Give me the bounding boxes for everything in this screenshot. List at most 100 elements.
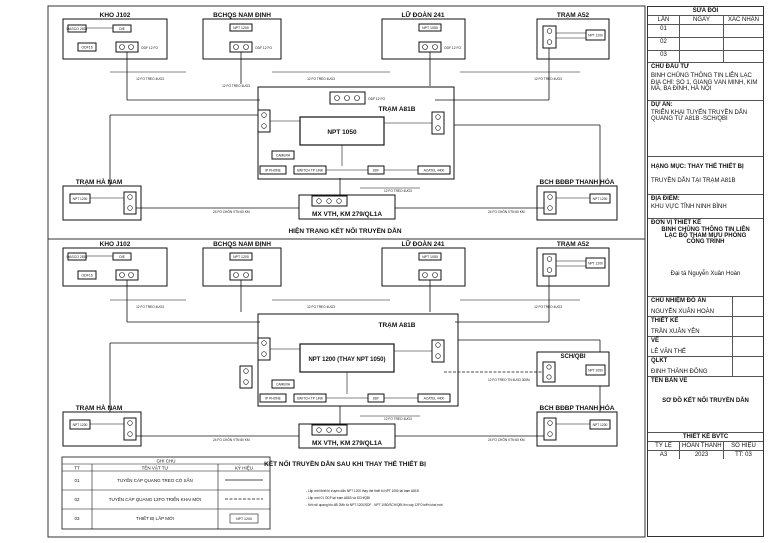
thanhhoa-npt-2: NPT 1200	[593, 423, 608, 427]
rev-row-1: 01	[648, 25, 680, 37]
node-title-mx-2: MX VTH, KM 279/QL1A	[312, 440, 382, 447]
rev-header-xacnhan: XÁC NHẬN	[727, 17, 759, 23]
cable-label-3-2: 12 FO TREO 4UG3	[307, 305, 335, 309]
cable-label-5: 12 FO TREO 4UG3	[384, 189, 412, 193]
device-oe	[112, 24, 132, 33]
sheet-label: TÊN BẢN VẼ	[651, 378, 688, 384]
node-box-lu	[381, 18, 466, 60]
bchqs-npt-label: NPT 1200	[233, 26, 249, 30]
pm-label: CHỦ NHIỆM ĐỒ ÁN	[651, 298, 706, 304]
cable-label-7-2: 24 FO CHÔN VTN 60 KM	[213, 437, 250, 442]
location-label: ĐỊA ĐIỂM:	[651, 196, 680, 202]
a81b-sdf-2: SDF	[373, 397, 380, 401]
note-1: - Lắp mới thiết bị truyền dẫn NPT 1200 t…	[306, 488, 419, 493]
legend-row-1-name: TUYẾN CÁP QUANG TREO CÓ SẴN	[117, 477, 193, 483]
device-oe-2: O/E	[119, 255, 126, 259]
draw-label: VẼ	[651, 338, 660, 344]
a81b-camera: CAMERA	[276, 154, 291, 158]
foot-done: 2023	[680, 451, 724, 459]
device-dasco-2: DASCO 2811	[67, 255, 88, 259]
hanam-npt-2: NPT 1200	[73, 423, 88, 427]
foot-header-number: SỐ HIỆU	[731, 443, 756, 449]
lu-npt-label: NPT 1050	[422, 26, 438, 30]
node-box-thanhhoa-2	[536, 411, 618, 447]
node-box-lu-2	[381, 247, 466, 287]
top-diagram: KHO J102 DASCO 2811 O/E ODF16 ODF 12 FO …	[62, 10, 618, 235]
legend-row-1-tt: 01	[74, 478, 80, 483]
cable-label-3: 12 FO TREO 4UG3	[307, 77, 335, 81]
legend-row-2-tt: 02	[74, 497, 80, 502]
cable-label-1: 12 FO TREO 4UG3	[136, 77, 164, 81]
foot-header-scale: TỶ LỆ	[648, 442, 680, 450]
node-box-bchqs	[202, 18, 282, 60]
node-box-mx	[298, 194, 396, 220]
address: ĐỊA CHỈ: SỐ 1, GIANG VĂN MINH, KIM MÃ, B…	[648, 79, 763, 101]
bottom-diagram: KHO J102 DASCO 2811 O/E ODF16 BCHQS NAM …	[62, 239, 618, 468]
node-box-thanhhoa	[536, 185, 618, 221]
thanhhoa-npt: NPT 1200	[593, 197, 608, 201]
project: TRIỂN KHAI TUYẾN TRUYỀN DẪN QUANG TỪ A81…	[651, 110, 748, 122]
a52-npt-2: NPT 1200	[588, 262, 603, 266]
cable-label-4-2: 12 FO TREO 4UG3	[534, 305, 562, 309]
node-box-a52-2	[536, 247, 610, 287]
hub-bottom-label: NPT 1200 (THAY NPT 1050)	[308, 357, 385, 363]
legend-row-3-tt: 03	[74, 516, 80, 521]
rev-header-lan: LẦN	[648, 16, 680, 24]
hanam-npt: NPT 1200	[73, 197, 88, 201]
node-box-kho-2	[62, 247, 168, 287]
device-odf-kho-label: ODF16	[81, 46, 92, 50]
owner-label: CHỦ ĐẦU TƯ	[651, 64, 689, 70]
node-title-mx: MX VTH, KM 279/QL1A	[312, 211, 382, 218]
foot-number: TT: 03	[735, 452, 752, 458]
foot-header-done: HOÀN THÀNH	[680, 442, 724, 450]
bchqs-npt-2: NPT 1200	[233, 255, 249, 259]
node-title-a52-2: TRẠM A52	[557, 241, 590, 248]
node-title-a81b: TRẠM A81B	[379, 106, 416, 113]
note-2: - Lắp mới 01 ODF tại trạm A81B và SCH/QB…	[306, 495, 370, 500]
a81b-odf-label: ODF 12 FO	[368, 97, 385, 101]
a81b-alcatel-2: ACATEL 4400	[424, 397, 445, 401]
node-title-thanhhoa: BCH BĐBP THANH HÓA	[540, 177, 615, 186]
node-box-hanam-2	[62, 411, 142, 447]
qc: ĐINH THÀNH ĐÔNG	[651, 369, 708, 375]
drawing-frame	[47, 5, 646, 538]
node-box-schqbi	[536, 351, 610, 387]
rev-header-ngay: NGÀY	[680, 16, 724, 24]
lu-npt-2: NPT 1050	[422, 255, 438, 259]
legend-table: GHI CHÚ TT TÊN VẬT TƯ KÝ HIỆU 01 TUYẾN C…	[61, 456, 271, 530]
draw: LÊ VĂN THẾ	[651, 349, 686, 355]
node-title-bchqs: BCHQS NAM ĐỊNH	[213, 12, 271, 19]
node-title-a52: TRẠM A52	[557, 12, 590, 19]
a81b-camera-2: CAMERA	[276, 383, 291, 387]
a81b-switch-2: SWITCH TP LINK	[297, 397, 324, 401]
hub-top-label: NPT 1050	[327, 129, 357, 136]
designer-label: ĐƠN VỊ THIẾT KẾ	[651, 220, 702, 226]
note-3: - Kết nối quang lẻo đổi 2Mb từ NPT 1200/…	[306, 503, 443, 507]
odf-bchqs-label: ODF 12 FO	[255, 46, 272, 50]
node-title-kho-2: KHO J102	[100, 241, 131, 248]
legend-header-tt: TT	[74, 466, 80, 471]
node-box-a52	[536, 18, 610, 60]
designer: BINH CHỦNG THÔNG TIN LIÊN LẠC BỘ THAM MƯ…	[661, 227, 750, 245]
device-dasco-label: DASCO 2811	[67, 27, 88, 31]
top-title: HIỆN TRẠNG KẾT NỐI TRUYỀN DẪN	[288, 225, 401, 235]
odf-lu-label: ODF 12 FO	[444, 46, 461, 50]
node-box-hanam	[62, 185, 142, 221]
legend-title: GHI CHÚ	[157, 458, 176, 464]
rev-row-3: 03	[648, 51, 680, 62]
cable-label-7: 24 FO CHÔN VTN 60 KM	[213, 209, 250, 214]
pm: NGUYỄN XUÂN HOÀN	[651, 309, 715, 315]
cable-label-8-2: 24 FO CHÔN VTN 60 KM	[488, 437, 525, 442]
project-label: DỰ ÁN:	[651, 102, 673, 108]
cable-label-9: 12 FO TREO TN 4UG3 300M	[488, 378, 530, 382]
node-title-hanam-2: TRẠM HÀ NAM	[76, 403, 123, 412]
node-title-lu-2: LỮ ĐOÀN 241	[402, 239, 445, 248]
design-label: THIẾT KẾ	[651, 318, 679, 324]
a52-npt-label: NPT 1200	[588, 34, 603, 38]
bottom-title: KẾT NỐI TRUYỀN DẪN SAU KHI THAY THẾ THIẾ…	[264, 458, 426, 468]
cable-label-1-2: 12 FO TREO 4UG3	[136, 305, 164, 309]
a81b-ipphone-2: IP PHONE	[265, 397, 281, 401]
location: KHU VỰC TỈNH NINH BÌNH	[651, 204, 727, 210]
item-label: HẠNG MỤC: THAY THẾ THIẾT BỊ	[651, 164, 744, 170]
